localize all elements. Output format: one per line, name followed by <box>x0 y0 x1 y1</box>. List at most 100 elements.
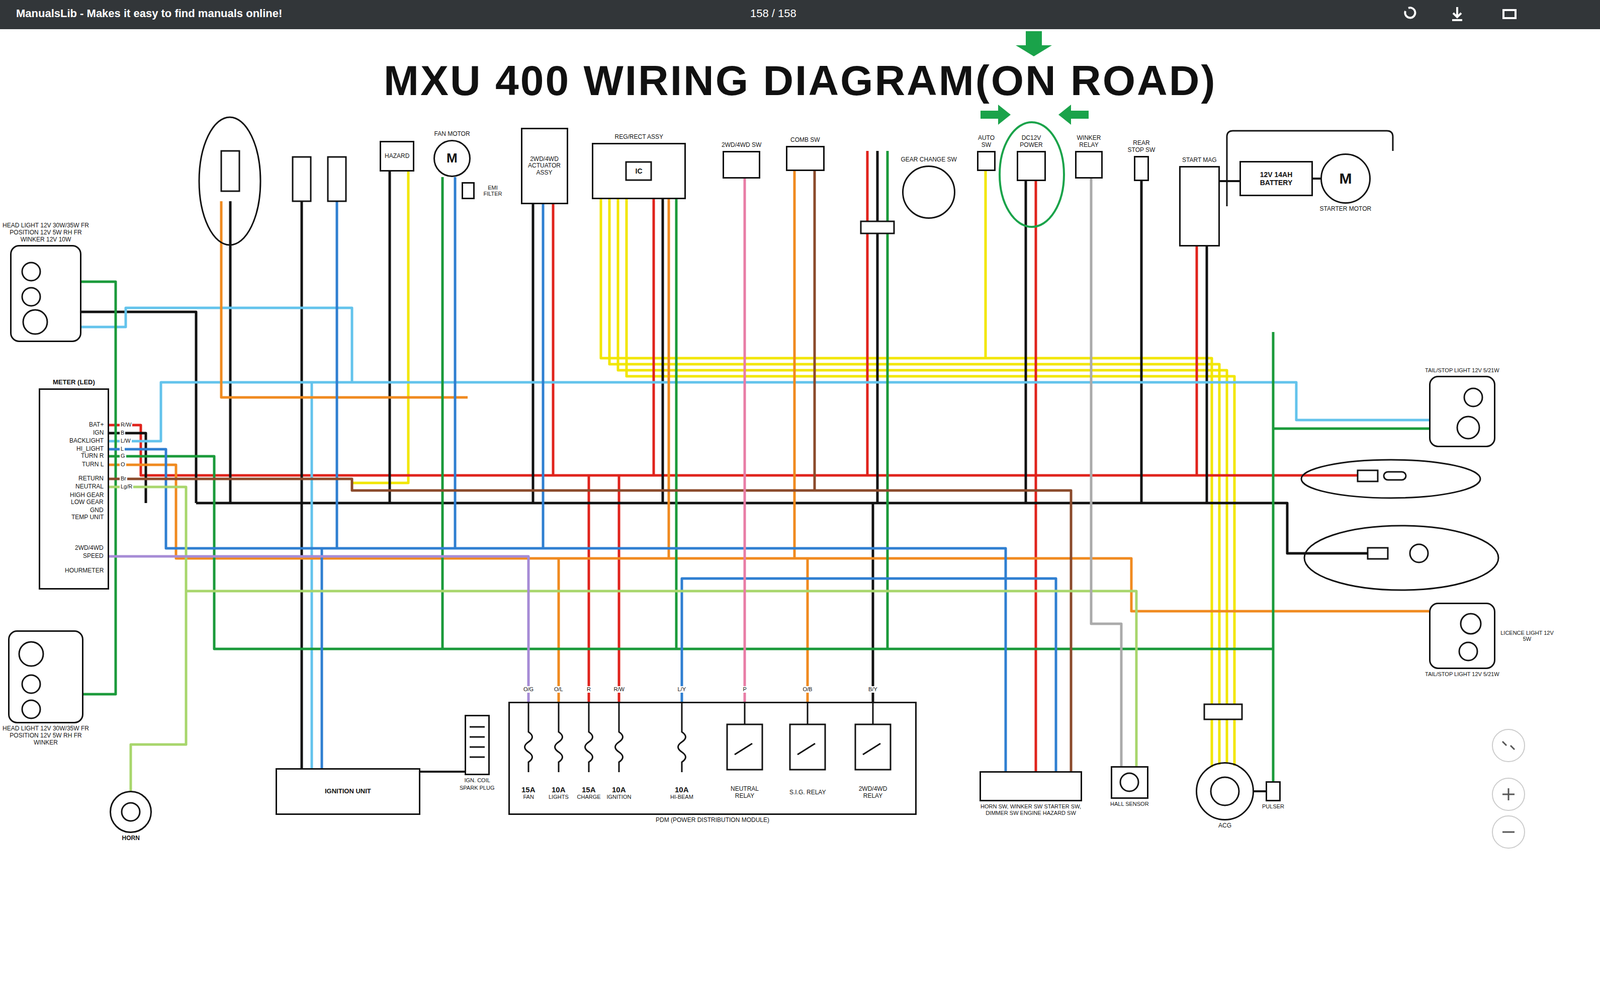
highlight-ellipse <box>1301 459 1481 498</box>
emi-filter: EMI FILTER <box>461 182 475 200</box>
part-label: PDM (POWER DISTRIBUTION MODULE) <box>654 816 771 824</box>
pin-label: LOW GEAR <box>69 498 105 506</box>
fuse: 15AFAN <box>514 778 543 807</box>
callout-arrow <box>980 104 1011 125</box>
brown-wire <box>109 170 1072 771</box>
wire-code: R/W <box>612 685 626 693</box>
lamp-symbol <box>22 287 41 306</box>
coil-symbol <box>469 726 485 757</box>
part-label: HORN <box>121 834 141 842</box>
part-label: COMB SW <box>789 136 822 144</box>
licence-light: LICENCE LIGHT 12V 5WTAIL/STOP LIGHT 12V … <box>1429 602 1496 669</box>
part-label: HALL SENSOR <box>1109 800 1150 808</box>
part-label: 2WD/4WD ACTUATOR ASSY <box>524 155 565 177</box>
light-green-wire <box>109 486 1137 791</box>
part-label: 2WD/4WD RELAY <box>847 785 899 800</box>
switch: COMB SW <box>785 145 825 171</box>
tail-light: TAIL/STOP LIGHT 12V 5/21W <box>1429 375 1496 448</box>
lamp-symbol <box>22 674 41 693</box>
red-wire <box>109 150 1358 771</box>
pin-label: HIGH GEAR <box>68 491 105 499</box>
pin-label: RETURN <box>77 475 105 483</box>
gear-switch: GEAR CHANGE SW <box>902 165 956 219</box>
pin-label: IGN <box>92 429 105 437</box>
fuse: 10ALIGHTS <box>544 778 573 807</box>
green-wire <box>81 150 1430 781</box>
part-label: HEAD LIGHT 12V 30W/35W FR POSITION 12V 5… <box>0 725 92 746</box>
horn: HORN <box>109 790 152 833</box>
wire-code: L <box>119 445 125 453</box>
page-number: 158 / 158 <box>749 7 798 20</box>
lamp-symbol <box>22 699 41 719</box>
ignition-unit: IGNITION UNIT <box>275 767 421 815</box>
fuse-symbol <box>524 701 686 772</box>
switch: AUTO SW <box>976 150 996 171</box>
connector-symbol <box>1367 547 1388 559</box>
pin-label: TURN L <box>80 461 105 469</box>
part-label: REG/RECT ASSY <box>613 133 665 141</box>
stator-symbol <box>1210 776 1239 806</box>
part-label: 15A <box>580 784 597 794</box>
part-label: DC12V POWER <box>1013 134 1049 149</box>
connector-symbol <box>1357 470 1378 482</box>
sensor-symbol <box>1120 772 1139 791</box>
part-label: REAR STOP SW <box>1126 139 1157 154</box>
purple-wire <box>109 556 529 702</box>
wire-code: Lg/R <box>119 483 134 490</box>
part-label: AUTO SW <box>973 134 1000 149</box>
relay-symbol <box>727 701 891 770</box>
wire-connector <box>1219 180 1240 183</box>
highlight-ellipse <box>999 122 1064 227</box>
headlight: HEAD LIGHT 12V 30W/35W FR POSITION 12V 5… <box>8 630 84 724</box>
part-label: 10A <box>673 784 690 794</box>
lamp-symbol <box>1464 388 1483 407</box>
part-label: 10A <box>610 784 628 794</box>
part-label: IC <box>634 166 644 175</box>
pink-wire <box>743 178 747 702</box>
part-label: CHARGE <box>576 793 602 800</box>
wire-code: Br <box>119 475 128 482</box>
part-label: 2WD/4WD SW <box>720 141 763 149</box>
part-label: M <box>1338 169 1354 188</box>
starter-relay: START MAG <box>1179 165 1220 247</box>
horn-symbol <box>121 802 140 821</box>
wire-code: B/Y <box>867 685 879 693</box>
part-label: 12V 14AH BATTERY <box>1243 170 1309 187</box>
wire-code: P <box>742 685 748 693</box>
switch: REAR STOP SW <box>1133 155 1149 182</box>
relay: S.I.G. RELAY <box>779 778 836 807</box>
meter: METER (LED)BAT+IGNBACKLIGHTHI_LIGHTTURN … <box>38 388 110 590</box>
part-label: FAN <box>522 793 536 800</box>
wire-code: O <box>119 461 127 468</box>
starter-motor: MSTARTER MOTOR <box>1320 153 1371 204</box>
ic-symbol <box>626 161 652 181</box>
viewer-controls <box>1404 7 1525 848</box>
wire-connector <box>420 770 465 773</box>
lamp-symbol <box>1457 416 1480 439</box>
part-label: IGNITION <box>605 793 633 800</box>
connector-symbol <box>1204 703 1242 720</box>
actuator-assy: 2WD/4WD ACTUATOR ASSY <box>520 127 569 205</box>
fuse: 10AIGNITION <box>603 778 636 807</box>
relay: WINKER RELAY <box>1075 150 1103 179</box>
part-label: NEUTRAL RELAY <box>719 785 770 800</box>
black-wire <box>81 150 1368 768</box>
symbol-group <box>19 117 1499 821</box>
plug-symbol <box>292 156 311 202</box>
wire-code: L/Y <box>676 685 688 693</box>
fan-motor: FAN MOTORM <box>433 139 471 177</box>
battery: 12V 14AH BATTERY <box>1239 160 1313 197</box>
power-socket: DC12V POWER <box>1016 150 1046 182</box>
part-label: FAN MOTOR <box>433 130 472 138</box>
switch-symbol <box>221 150 240 192</box>
gray-wire <box>1091 178 1122 766</box>
pin-label: TURN R <box>79 452 105 460</box>
wire-code: O/B <box>802 685 814 693</box>
part-label: TAIL/STOP LIGHT 12V 5/21W <box>1424 367 1501 374</box>
part-label: LIGHTS <box>547 793 570 800</box>
part-label: PULSER <box>1261 803 1286 810</box>
power-module: PDM (POWER DISTRIBUTION MODULE)15AFAN10A… <box>508 701 917 815</box>
enclosure-outline <box>1226 130 1393 207</box>
pin-label: HOURMETER <box>63 567 105 575</box>
